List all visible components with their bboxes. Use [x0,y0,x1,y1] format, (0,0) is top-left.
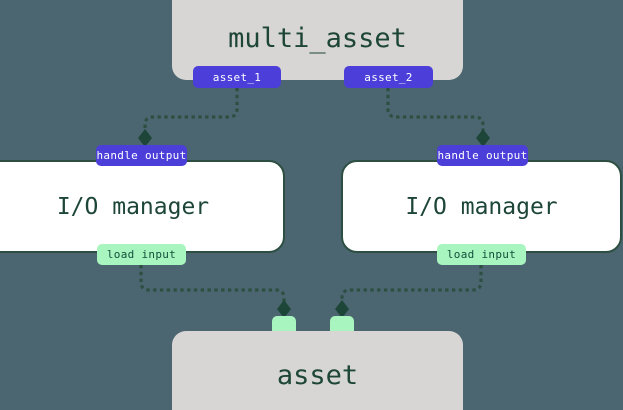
edge-asset1-to-handle-output-left [143,88,239,131]
badge-handle-output-left[interactable]: handle output [96,145,187,166]
edge-load-input-left-to-asset-handle-1 [139,265,286,302]
node-io-manager-left-label: I/O manager [56,193,210,220]
badge-handle-output-right[interactable]: handle output [437,145,528,166]
edge-load-input-right-to-asset-handle-2 [340,265,483,302]
node-multi-asset-label: multi_asset [228,22,407,54]
badge-asset-2[interactable]: asset_2 [344,66,433,88]
badge-load-input-left[interactable]: load input [97,244,186,265]
node-asset[interactable]: asset [172,331,463,410]
badge-load-input-right[interactable]: load input [437,244,526,265]
node-io-manager-left[interactable]: I/O manager [0,160,285,253]
node-asset-label: asset [276,360,359,391]
edge-asset2-to-handle-output-right [386,88,485,131]
badge-asset-1[interactable]: asset_1 [193,66,281,88]
node-io-manager-right-label: I/O manager [405,193,558,220]
node-io-manager-right[interactable]: I/O manager [341,160,622,253]
